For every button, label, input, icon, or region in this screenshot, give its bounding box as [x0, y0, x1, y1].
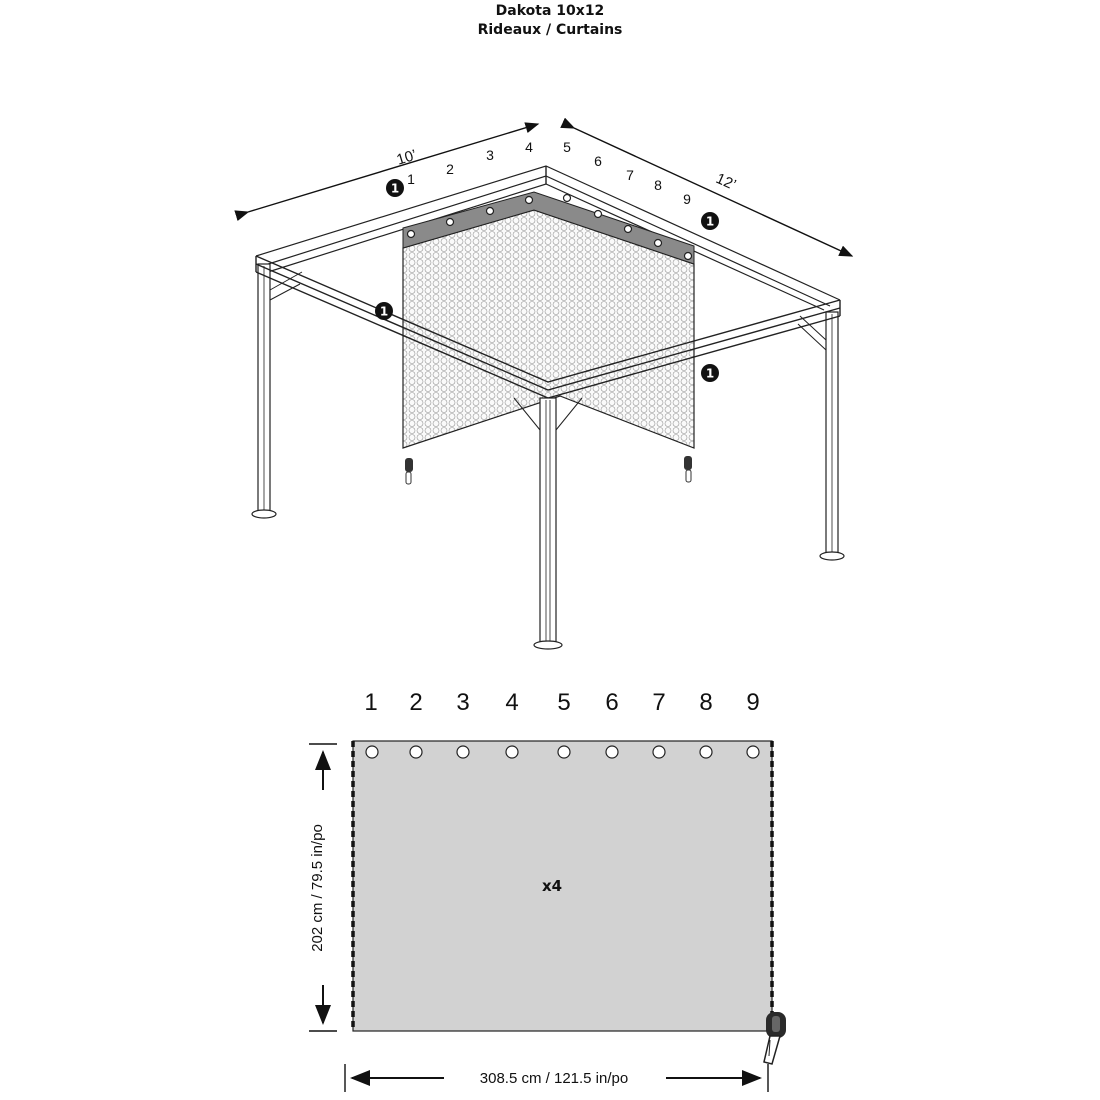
installed-label-7: 7: [626, 167, 634, 183]
callout-marker-3: 1: [375, 302, 393, 320]
panel-label-8: 8: [699, 689, 712, 716]
callout-markers: 1 1 1 1: [375, 179, 719, 382]
curtain-panel: [352, 740, 773, 1032]
panel-label-4: 4: [505, 689, 518, 716]
installed-label-3: 3: [486, 147, 494, 163]
callout-marker-2: 1: [701, 212, 719, 230]
panel-quantity: x4: [542, 877, 562, 895]
callout-label: 1: [391, 182, 399, 196]
post-back-left: [251, 263, 303, 519]
dimension-side: 12’: [560, 117, 854, 257]
dimension-height: 202 cm / 79.5 in/po: [309, 743, 337, 1032]
installed-label-9: 9: [683, 191, 691, 207]
installed-label-4: 4: [525, 139, 533, 155]
diagram-subtitle: Rideaux / Curtains: [477, 22, 623, 38]
panel-label-6: 6: [605, 689, 618, 716]
header: Dakota 10x12 Rideaux / Curtains: [0, 0, 1100, 40]
dimension-width-label: 308.5 cm / 121.5 in/po: [480, 1070, 628, 1087]
dimension-height-label: 202 cm / 79.5 in/po: [309, 824, 326, 952]
panel-label-7: 7: [652, 689, 665, 716]
callout-marker-1: 1: [386, 179, 404, 197]
installed-label-8: 8: [654, 177, 662, 193]
post-back-right: [797, 311, 845, 561]
panel-label-3: 3: [456, 689, 469, 716]
panel-label-1: 1: [364, 689, 377, 716]
post-front: [513, 397, 583, 650]
dimension-front-label: 10’: [395, 147, 419, 169]
panel-view: 1 2 3 4 5 6 7 8 9 x4: [309, 689, 786, 1092]
dimension-front: 10’: [234, 122, 540, 222]
dimension-width: 308.5 cm / 121.5 in/po: [344, 1064, 769, 1092]
installed-label-1: 1: [407, 171, 415, 187]
panel-grommet-labels: 1 2 3 4 5 6 7 8 9: [364, 689, 759, 716]
gazebo-view: 1 2 3 4 5 6 7 8 9 10’ 12’ 1 1: [234, 117, 854, 650]
callout-marker-4: 1: [701, 364, 719, 382]
curtain-zipper-left: [405, 458, 413, 485]
panel-grommets: [365, 745, 760, 759]
callout-label: 1: [706, 367, 714, 381]
callout-label: 1: [706, 215, 714, 229]
installed-label-6: 6: [594, 153, 602, 169]
panel-label-5: 5: [557, 689, 570, 716]
dimension-side-label: 12’: [713, 170, 738, 194]
panel-label-9: 9: [746, 689, 759, 716]
diagram-title: Dakota 10x12: [495, 3, 605, 19]
panel-label-2: 2: [409, 689, 422, 716]
installed-label-5: 5: [563, 139, 571, 155]
curtain-zipper-right: [684, 456, 692, 483]
zipper-pull-icon: [763, 1012, 786, 1065]
installed-label-2: 2: [446, 161, 454, 177]
callout-label: 1: [380, 305, 388, 319]
